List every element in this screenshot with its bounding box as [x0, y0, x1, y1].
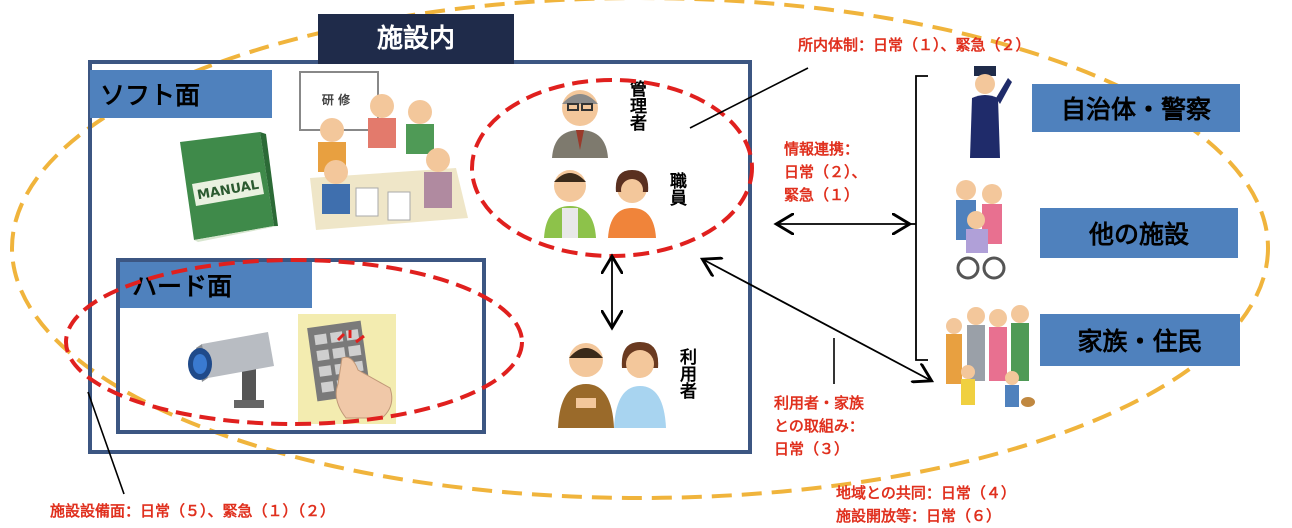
user-annotation-line1: 利用者・家族 — [774, 394, 865, 412]
police-label: 自治体・警察 — [1060, 95, 1211, 124]
internal-annotation: 所内体制：日常（１）、緊急（２） — [798, 34, 1031, 57]
keypad-image — [298, 314, 396, 424]
hard-red-ellipse — [64, 258, 524, 426]
training-image: 研 修 — [296, 68, 474, 238]
manager-image — [548, 84, 612, 158]
community-annotation-line1: 地域との共同：日常（４） — [836, 484, 1016, 502]
employee-label-text: 職員 — [666, 172, 686, 206]
user-female-image — [612, 338, 668, 428]
info-annotation: 情報連携： 日常（２）、 緊急（１） — [784, 138, 867, 207]
hard-label-box: ハード面 — [120, 262, 312, 308]
community-annotation: 地域との共同：日常（４） 施設開放等：日常（６） — [836, 482, 1016, 528]
caregiver-image — [946, 174, 1012, 280]
equipment-annotation: 施設設備面：日常（５）、緊急（１）（２） — [50, 500, 335, 523]
employee-female-image — [604, 166, 660, 238]
family-label-box: 家族・住民 — [1040, 314, 1240, 366]
facility-header: 施設内 — [318, 14, 514, 64]
info-annotation-line2: 日常（２）、 — [784, 163, 867, 181]
manager-label-text: 管理者 — [626, 80, 646, 131]
user-family-arrow — [704, 260, 930, 380]
internal-annotation-text: 所内体制：日常（１）、緊急（２） — [798, 36, 1031, 54]
manager-label: 管理者 — [624, 80, 646, 138]
police-officer-image — [958, 62, 1014, 158]
internal-leader-line — [689, 67, 809, 129]
soft-label-box: ソフト面 — [90, 70, 272, 118]
community-annotation-line2: 施設開放等：日常（６） — [836, 507, 1002, 525]
staff-red-ellipse — [470, 78, 754, 258]
security-camera-image — [182, 320, 280, 410]
equipment-annotation-text: 施設設備面：日常（５）、緊急（１）（２） — [50, 502, 336, 520]
other-facility-label: 他の施設 — [1088, 220, 1189, 249]
soft-label: ソフト面 — [100, 81, 201, 110]
employee-male-image — [540, 164, 600, 238]
info-annotation-line1: 情報連携： — [784, 140, 860, 158]
manual-book-image: MANUAL — [168, 128, 280, 244]
user-annotation-line2: との取組み： — [774, 417, 864, 435]
user-annotation: 利用者・家族 との取組み： 日常（３） — [774, 392, 864, 461]
external-bracket — [915, 75, 928, 361]
info-annotation-line3: 緊急（１） — [784, 186, 860, 204]
training-board-text: 研 修 — [322, 92, 351, 107]
user-male-image — [556, 336, 616, 428]
user-label-text: 利用者 — [676, 348, 696, 399]
facility-label-box: 他の施設 — [1040, 208, 1238, 258]
user-annotation-line3: 日常（３） — [774, 440, 850, 458]
user-label: 利用者 — [674, 348, 696, 406]
facility-title: 施設内 — [376, 24, 455, 54]
family-label: 家族・住民 — [1077, 327, 1203, 356]
equipment-leader-line — [87, 391, 125, 495]
family-group-image — [940, 298, 1036, 412]
employee-label: 職員 — [664, 172, 686, 213]
police-label-box: 自治体・警察 — [1032, 84, 1240, 132]
community-boundary-ellipse — [10, 0, 1270, 500]
